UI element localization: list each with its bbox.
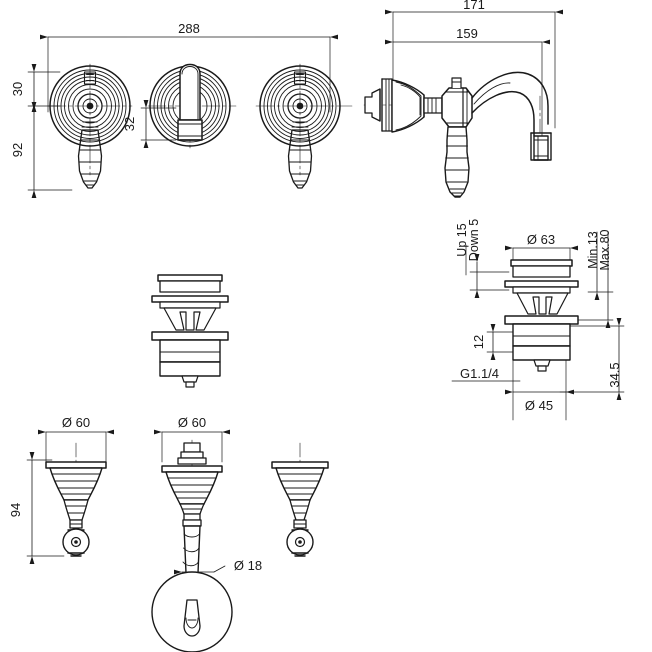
- view-plan-handles-spout: [26, 429, 329, 652]
- label-dim-min13: Min.13: [586, 231, 600, 269]
- label-dim-12: 12: [471, 335, 486, 349]
- wall-escutcheon: [364, 78, 443, 133]
- valve-hub: [441, 77, 473, 128]
- spout-arm: [471, 71, 552, 161]
- label-dim-max80: Max.80: [598, 229, 612, 270]
- dimension-d60-left: [38, 429, 114, 463]
- handle-plate-right: [255, 63, 353, 189]
- view-side-elevation: [363, 9, 563, 198]
- view-waste-dimensioned: [451, 231, 625, 421]
- label-dim-288: 288: [178, 21, 200, 36]
- view-waste-plain: [151, 274, 229, 388]
- spout-plate-middle: [140, 63, 237, 149]
- label-dim-30: 30: [10, 82, 25, 96]
- label-dim-d60-left: Ø 60: [62, 415, 90, 430]
- dimension-12: [486, 324, 517, 360]
- dimension-30-92: [27, 64, 73, 198]
- dimension-min-max: [547, 231, 614, 328]
- label-dim-94: 94: [8, 503, 23, 517]
- dimension-d60-mid: [154, 429, 230, 463]
- label-dim-d45: Ø 45: [525, 398, 553, 413]
- handle-plan-right: [271, 442, 329, 557]
- lever-handle-side: [444, 126, 470, 198]
- view-front-elevation: [27, 34, 353, 198]
- dimension-159: [385, 39, 550, 151]
- label-dim-g114: G1.1/4: [460, 366, 499, 381]
- label-dim-171: 171: [463, 0, 485, 12]
- label-dim-32: 32: [122, 117, 137, 131]
- dimension-d45: [505, 359, 574, 421]
- dimension-171: [385, 9, 563, 129]
- dimension-travel: [465, 244, 510, 298]
- label-dim-up15: Up 15: [455, 223, 469, 256]
- label-dim-d60-mid: Ø 60: [178, 415, 206, 430]
- handle-plan-left: [45, 442, 107, 557]
- label-dim-92: 92: [10, 143, 25, 157]
- dimension-32: [140, 100, 177, 148]
- label-dim-down5: Down 5: [467, 219, 481, 261]
- spout-plan-middle: [151, 439, 233, 652]
- label-dim-159: 159: [456, 26, 478, 41]
- label-dim-d18: Ø 18: [234, 558, 262, 573]
- label-dim-d63: Ø 63: [527, 232, 555, 247]
- handle-plate-left: [47, 63, 133, 189]
- label-dim-345: 34.5: [607, 362, 622, 387]
- dimension-288: [40, 34, 338, 113]
- dimension-94: [26, 452, 65, 564]
